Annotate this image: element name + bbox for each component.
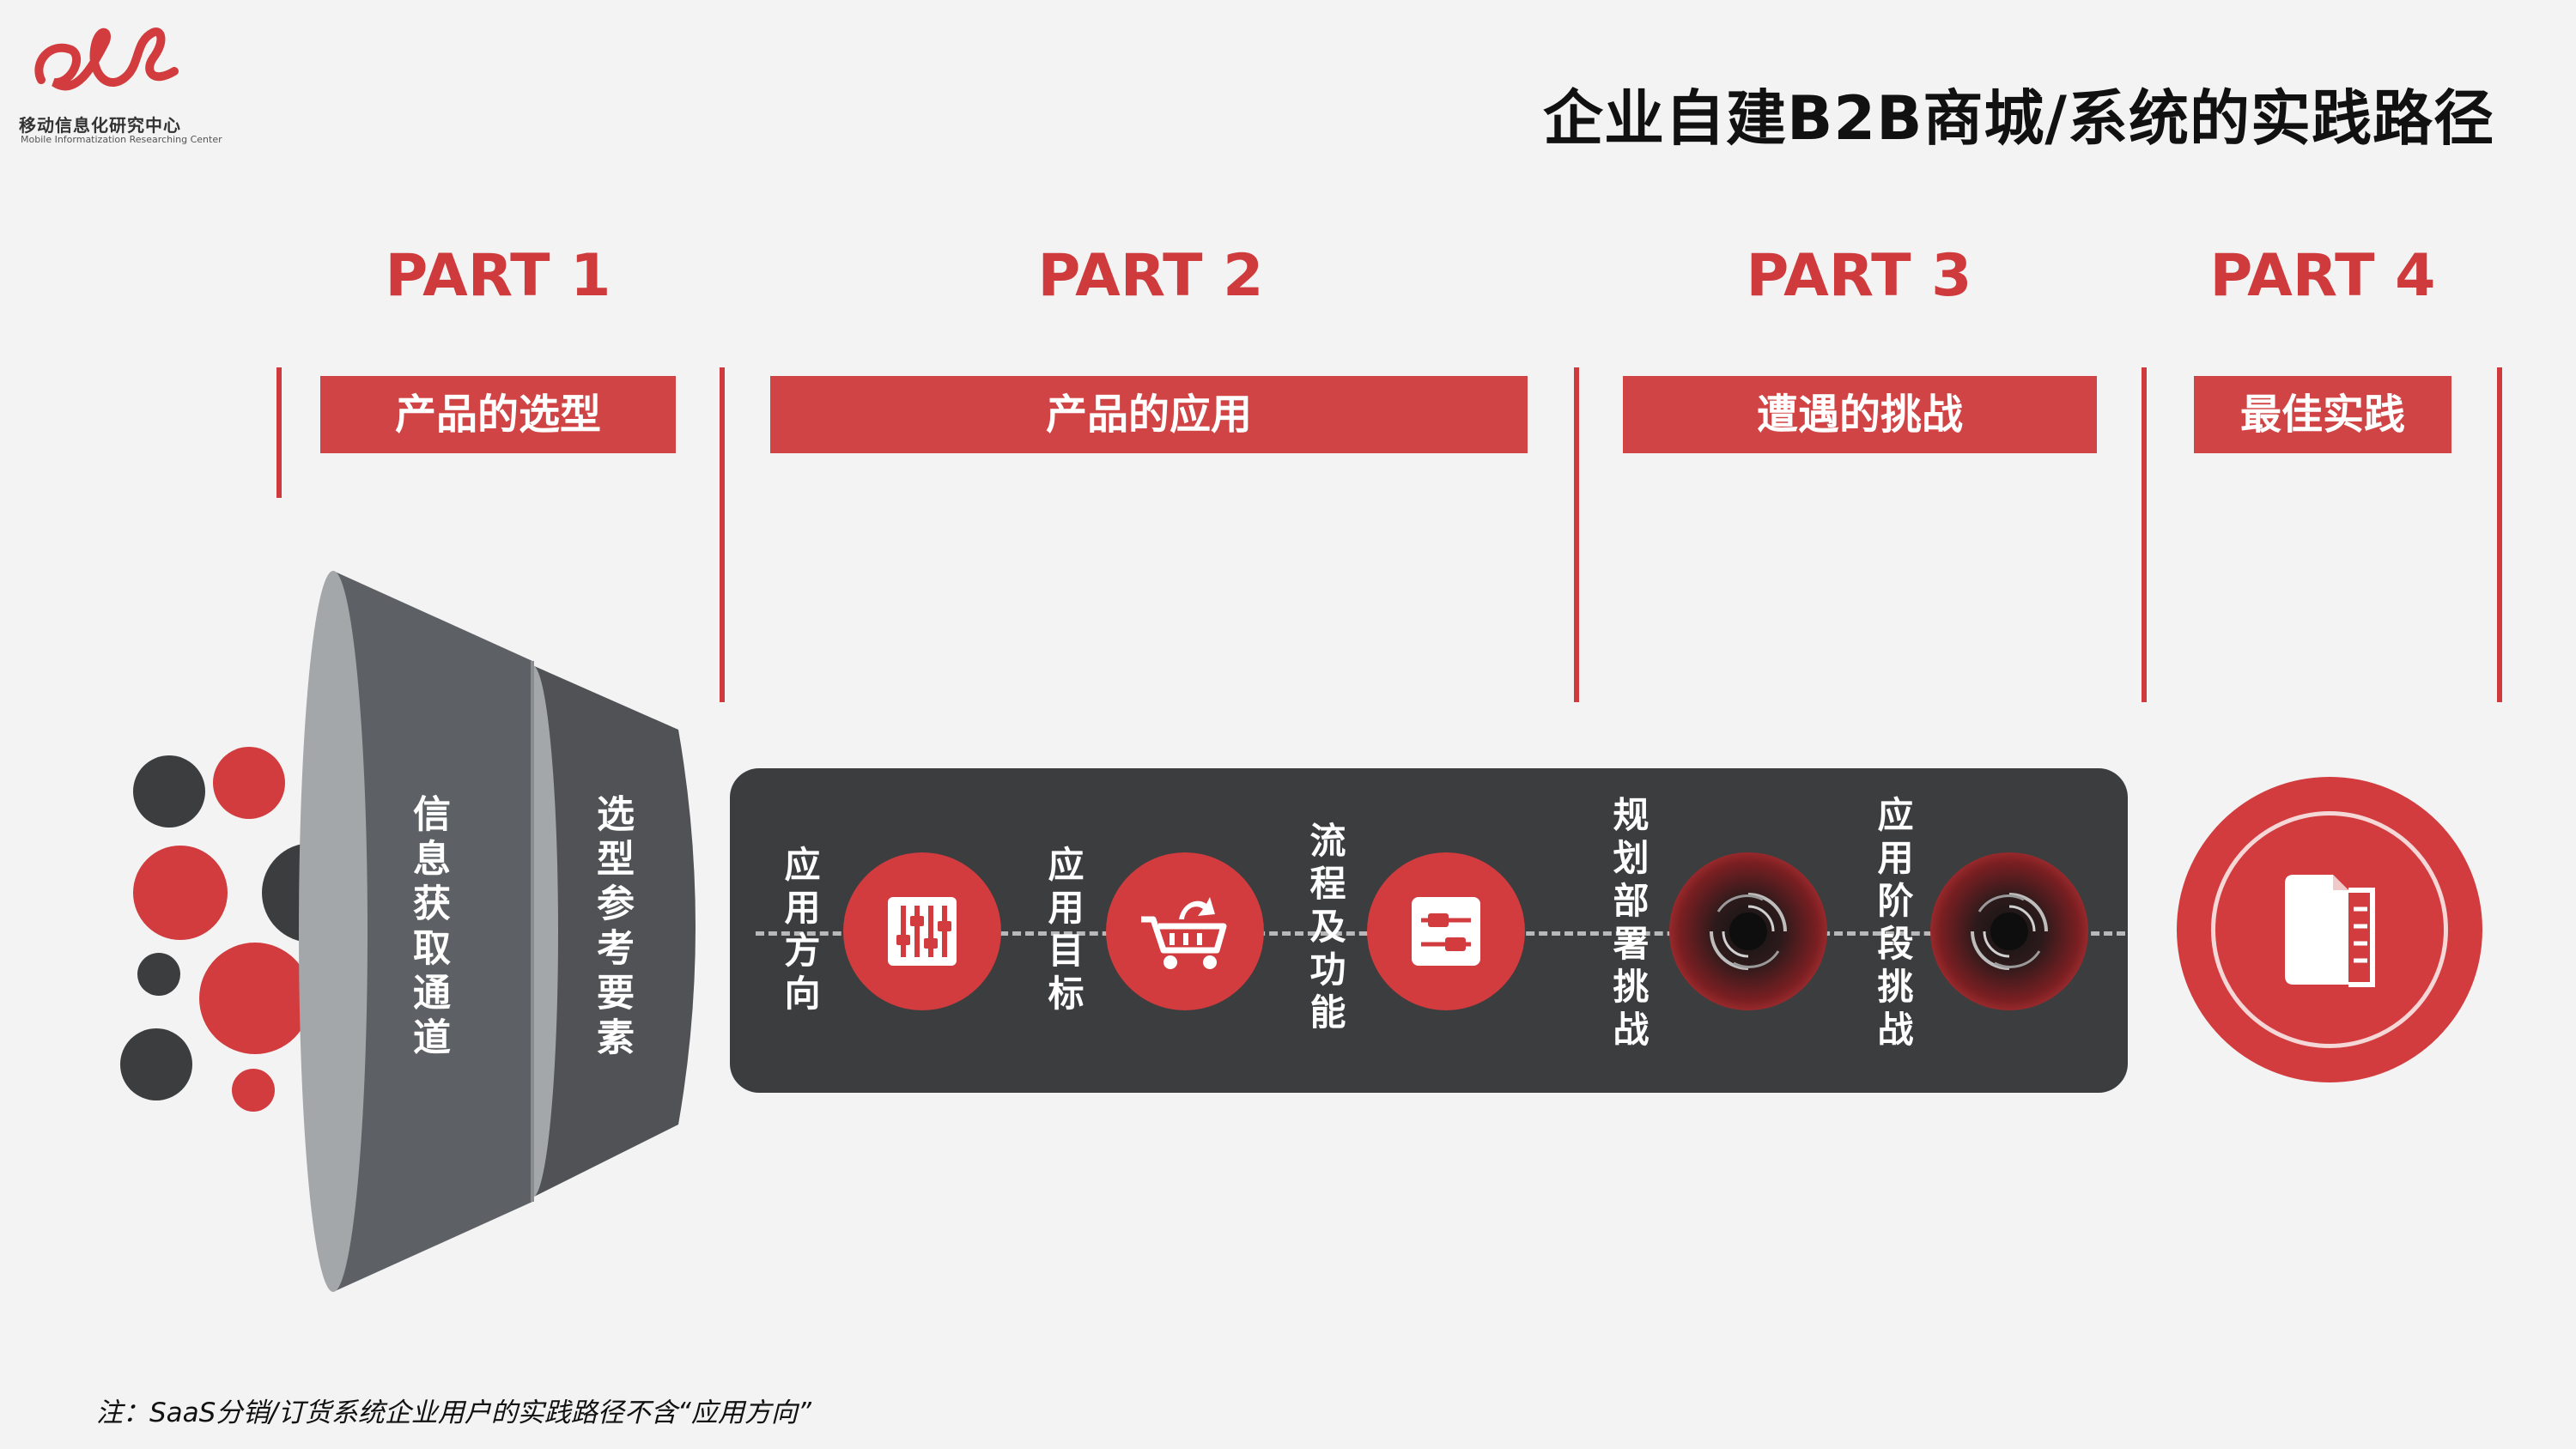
part-3-label: PART 3 <box>1746 242 1972 310</box>
circle-decoration <box>199 943 311 1054</box>
part-4-label: PART 4 <box>2209 242 2436 310</box>
part-2-banner: 产品的应用 <box>770 376 1528 453</box>
step-node-5 <box>1930 852 2088 1010</box>
step-label-planning-challenge: 规划部署挑战 <box>1607 796 1649 1053</box>
part-3-banner: 遭遇的挑战 <box>1623 376 2097 453</box>
circle-decoration <box>133 846 228 940</box>
step-node-2 <box>1106 852 1264 1010</box>
step-label-stage-challenge: 应用阶段挑战 <box>1872 796 1914 1053</box>
shopping-cart-icon <box>1141 897 1227 969</box>
step-node-1 <box>843 852 1001 1010</box>
best-practice-inner-ring <box>2211 811 2448 1048</box>
process-board-icon <box>1412 897 1480 966</box>
circle-decoration <box>133 755 205 828</box>
circle-decoration <box>232 1069 275 1112</box>
circle-decoration <box>137 953 180 996</box>
page-title: 企业自建B2B商城/系统的实践路径 <box>1543 83 2494 154</box>
part-1-label: PART 1 <box>385 242 611 310</box>
step-node-4 <box>1669 852 1827 1010</box>
part-2-left-divider <box>720 367 725 702</box>
best-practice-ring <box>2177 777 2482 1082</box>
logo-english-text: Mobile Informatization Researching Cente… <box>21 134 222 145</box>
document-icon <box>2285 875 2375 987</box>
logo-mark-icon <box>34 27 179 91</box>
part-3-left-divider <box>1574 367 1579 702</box>
part-4-right-divider <box>2497 367 2502 702</box>
step-node-3 <box>1367 852 1525 1010</box>
part-1-left-divider <box>276 367 282 498</box>
step-label-process-functions: 流程及功能 <box>1304 822 1346 1036</box>
part-4-left-divider <box>2142 367 2147 702</box>
funnel-second-label: 选型参考要素 <box>590 794 634 1062</box>
circle-decoration <box>213 747 285 819</box>
logo: 移动信息化研究中心 Mobile Informatization Researc… <box>17 15 222 145</box>
funnel-first-label: 信息获取通道 <box>406 794 450 1062</box>
logo-chinese-text: 移动信息化研究中心 <box>19 115 181 136</box>
step-label-application-goal: 应用目标 <box>1042 846 1084 1017</box>
footnote: 注：SaaS分销/订货系统企业用户的实践路径不含“应用方向” <box>96 1397 811 1428</box>
funnel-graphic <box>299 571 696 1292</box>
funnel-first-segment <box>299 571 534 1292</box>
part-4-banner: 最佳实践 <box>2194 376 2451 453</box>
circle-decoration <box>120 1028 192 1100</box>
part-1-banner: 产品的选型 <box>320 376 676 453</box>
part-2-label: PART 2 <box>1037 242 1264 310</box>
sliders-icon <box>888 897 957 966</box>
step-label-application-direction: 应用方向 <box>779 846 821 1017</box>
vortex-icon <box>1971 893 2048 970</box>
vortex-icon <box>1710 893 1787 970</box>
